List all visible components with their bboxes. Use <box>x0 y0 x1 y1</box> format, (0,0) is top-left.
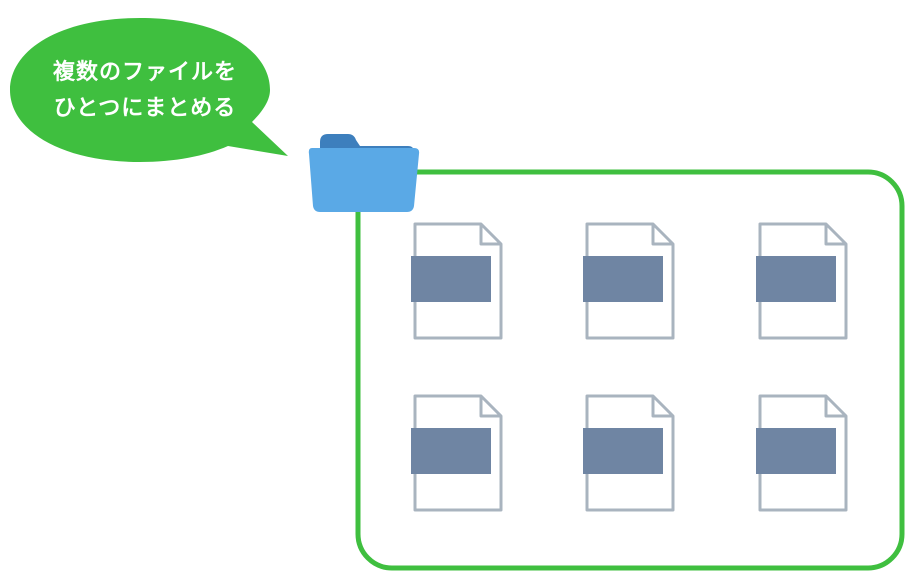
bubble-text-line-1: 複数のファイルを <box>53 59 237 85</box>
file-icon <box>754 222 848 340</box>
file-icon <box>409 394 503 512</box>
speech-bubble-shape <box>10 18 288 162</box>
file-icon <box>409 222 503 340</box>
file-icon <box>581 394 675 512</box>
folder-front <box>308 148 420 212</box>
file-icon <box>581 222 675 340</box>
folder-icon <box>308 134 420 212</box>
bubble-text-line-2: ひとつにまとめる <box>54 96 236 121</box>
speech-bubble: 複数のファイルを ひとつにまとめる <box>10 18 288 162</box>
file-icon <box>754 394 848 512</box>
